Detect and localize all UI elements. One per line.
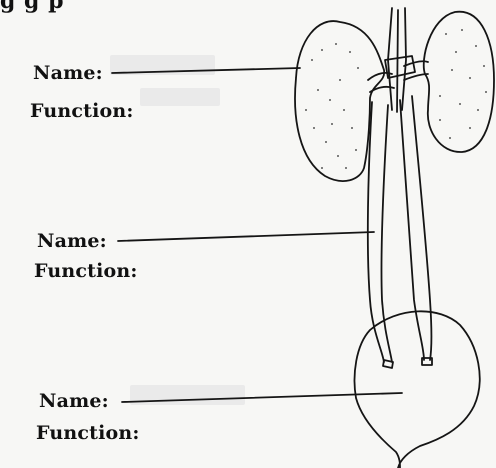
vena-cava <box>402 8 406 110</box>
leader-line <box>118 232 374 241</box>
right-ureter-inner <box>400 100 424 360</box>
left-ureter-opening <box>383 360 393 368</box>
right-kidney <box>424 12 494 152</box>
leader-line <box>122 393 402 402</box>
ureter-name-label: Name: <box>37 230 107 252</box>
vessel-center <box>397 10 398 112</box>
kidney-name-label: Name: <box>33 62 103 84</box>
leader-line <box>112 68 300 73</box>
right-ureter-outer <box>412 96 432 360</box>
left-ureter-inner <box>381 105 392 362</box>
bladder <box>355 311 480 468</box>
ureter-function-label: Function: <box>34 260 138 282</box>
kidney-function-label: Function: <box>30 100 134 122</box>
bladder-function-label: Function: <box>36 422 140 444</box>
bladder-name-label: Name: <box>39 390 109 412</box>
left-kidney <box>295 21 384 181</box>
